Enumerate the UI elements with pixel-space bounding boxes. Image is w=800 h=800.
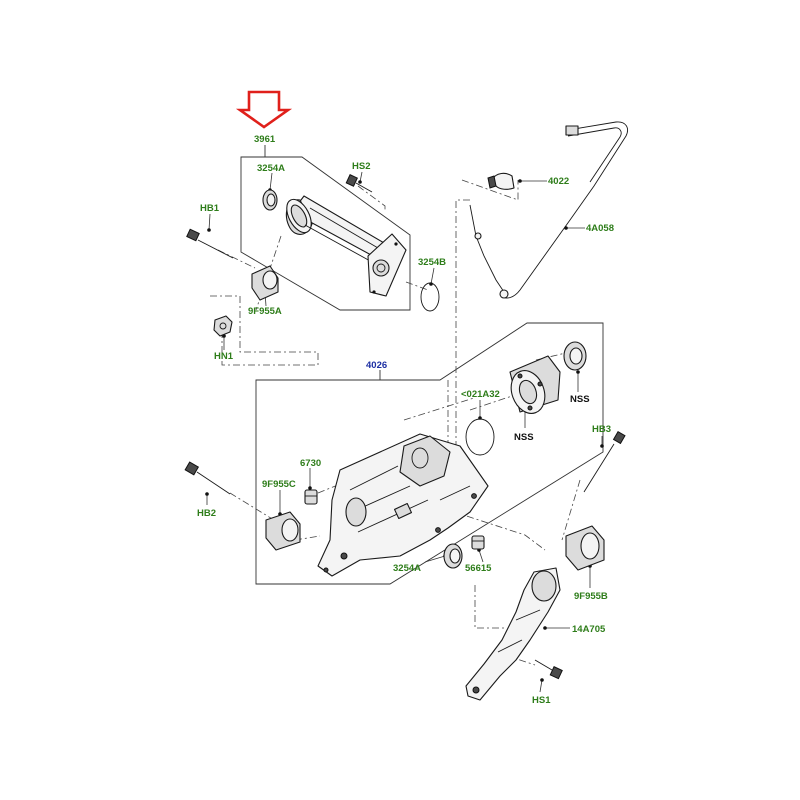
flange-NSS — [509, 355, 561, 414]
label-9F955B: 9F955B — [574, 591, 608, 602]
bolt-HB1 — [186, 228, 234, 259]
label-4A058: 4A058 — [586, 223, 614, 234]
bush-9F955C — [265, 511, 301, 551]
bush-9F955B — [565, 525, 605, 571]
label-6730: 6730 — [300, 458, 321, 469]
plug-56615 — [471, 535, 485, 550]
label-3254A-bottom: 3254A — [393, 563, 421, 574]
label-56615: 56615 — [465, 563, 492, 574]
bolt-HS1 — [534, 659, 563, 680]
label-4026: 4026 — [366, 360, 387, 371]
label-3254B: 3254B — [418, 257, 446, 268]
label-HB1: HB1 — [200, 203, 220, 214]
frame-4026 — [255, 322, 604, 585]
seal-3254A-top — [262, 189, 278, 211]
label-14A705: 14A705 — [572, 624, 606, 635]
red-pointer-arrow — [235, 90, 293, 129]
o-ring-021A32 — [465, 418, 495, 456]
bolt-HB3 — [583, 430, 626, 493]
label-HS1: HS1 — [532, 695, 551, 706]
frame-3961 — [240, 145, 411, 311]
nut-HN1 — [213, 315, 233, 337]
label-9F955C: 9F955C — [262, 479, 296, 490]
bush-9F955A — [251, 265, 279, 301]
label-3961: 3961 — [254, 134, 276, 145]
callout-labels: 3961 3254A HS2 HB1 3254B 9F955A HN1 4022… — [197, 134, 614, 706]
label-HB2: HB2 — [197, 508, 216, 519]
label-NSS-upper: NSS — [570, 394, 590, 405]
label-3254A-top: 3254A — [257, 163, 285, 174]
bolt-HB2 — [184, 461, 231, 495]
vent-pipe-4A058 — [469, 121, 628, 299]
connector-4022 — [487, 172, 515, 190]
label-4022: 4022 — [548, 176, 569, 187]
bolt-HS2 — [345, 174, 373, 193]
o-ring-3254B — [420, 282, 440, 312]
transfer-case-4026 — [317, 433, 489, 577]
bracket-14A705 — [465, 567, 561, 701]
seal-3254A-bottom — [443, 543, 463, 569]
label-9F955A: 9F955A — [248, 306, 282, 317]
label-HN1: HN1 — [214, 351, 234, 362]
tube-3961 — [285, 195, 407, 297]
label-021A32: <021A32 — [461, 389, 500, 400]
seal-NSS — [563, 341, 587, 371]
plug-6730 — [304, 489, 318, 505]
label-HS2: HS2 — [352, 161, 370, 172]
label-HB3: HB3 — [592, 424, 611, 435]
label-NSS-lower: NSS — [514, 432, 534, 443]
